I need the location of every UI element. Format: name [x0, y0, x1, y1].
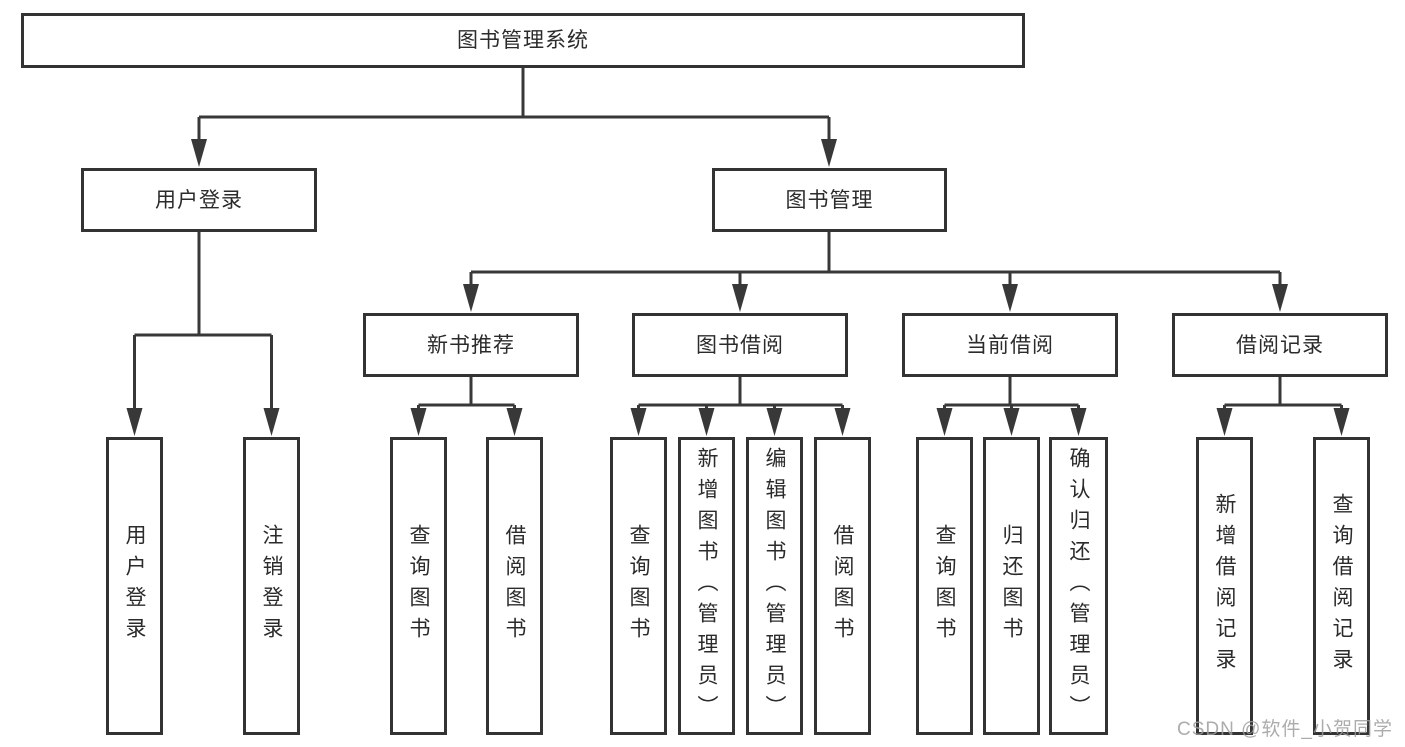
node-current-borrow: 当前借阅 — [902, 313, 1118, 377]
node-new-book-rec: 新书推荐 — [363, 313, 579, 377]
node-query-books-borrow: 查询图书 — [610, 437, 667, 735]
node-login: 用户登录 — [106, 437, 163, 735]
node-user-login: 用户登录 — [81, 168, 317, 232]
node-root: 图书管理系统 — [21, 13, 1025, 68]
node-add-book-admin: 新增图书（管理员） — [678, 437, 735, 735]
node-query-books-current: 查询图书 — [916, 437, 973, 735]
connector-root-to-level2 — [197, 68, 831, 141]
node-edit-book-admin: 编辑图书（管理员） — [746, 437, 803, 735]
node-logout: 注销登录 — [243, 437, 300, 735]
node-borrow-records: 借阅记录 — [1172, 313, 1388, 377]
node-query-books-rec: 查询图书 — [390, 437, 447, 735]
node-confirm-return-admin: 确认归还（管理员） — [1049, 437, 1108, 735]
arrowheads — [126, 139, 1350, 436]
node-return-book: 归还图书 — [983, 437, 1040, 735]
connector-bookmgmt-to-level3 — [469, 232, 1282, 286]
connector-bookborrow-to-children — [637, 377, 844, 410]
connector-newbookrec-to-children — [417, 377, 516, 410]
node-borrow-books-rec: 借阅图书 — [486, 437, 543, 735]
node-add-borrow-record: 新增借阅记录 — [1196, 437, 1253, 735]
node-book-mgmt: 图书管理 — [712, 168, 947, 232]
connector-currentborrow-to-children — [943, 377, 1080, 410]
node-borrow-books: 借阅图书 — [814, 437, 871, 735]
node-book-borrow: 图书借阅 — [632, 313, 848, 377]
connector-userlogin-to-children — [133, 232, 273, 410]
connector-borrowrecords-to-children — [1223, 377, 1343, 410]
watermark: CSDN @软件_小贺同学 — [1177, 719, 1393, 740]
node-query-borrow-record: 查询借阅记录 — [1313, 437, 1370, 735]
